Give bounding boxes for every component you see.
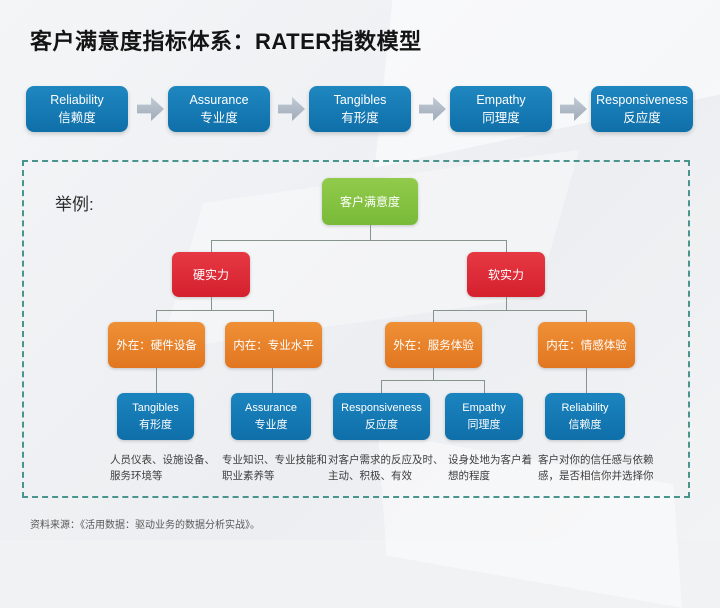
connector: [484, 380, 485, 393]
metric-box-reliability: Reliability 信赖度: [545, 393, 625, 440]
connector: [156, 368, 157, 393]
tree-aspect-hardware: 外在：硬件设备: [108, 322, 205, 368]
connector: [273, 310, 274, 322]
right-arrow-icon: [560, 97, 587, 121]
connector: [370, 225, 371, 240]
flow-box-tangibles: Tangibles 有形度: [309, 86, 411, 132]
flow-box-cn: 信赖度: [58, 110, 96, 125]
tree-root-box: 客户满意度: [322, 178, 418, 225]
tree-aspect-emotion: 内在：情感体验: [538, 322, 635, 368]
tree-branch-soft: 软实力: [467, 252, 545, 297]
tree-aspect-professional: 内在：专业水平: [225, 322, 322, 368]
source-note: 资料来源：《活用数据：驱动业务的数据分析实战》。: [30, 520, 260, 531]
flow-box-en: Reliability: [50, 93, 104, 107]
tree-aspect-label: 内在：情感体验: [546, 340, 627, 352]
example-panel: [22, 160, 690, 498]
connector: [211, 240, 212, 252]
tree-aspect-label: 内在：专业水平: [233, 340, 314, 352]
connector: [211, 240, 507, 241]
flow-box-cn: 反应度: [623, 110, 661, 125]
flow-box-responsiveness: Responsiveness 反应度: [591, 86, 693, 132]
metric-cn: 同理度: [467, 418, 501, 431]
tree-aspect-label: 外在：服务体验: [393, 340, 474, 352]
slide-title: 客户满意度指标体系：RATER指数模型: [30, 29, 422, 54]
connector: [433, 368, 434, 380]
tree-branch-label: 软实力: [487, 268, 524, 282]
metric-en: Empathy: [462, 401, 506, 414]
tree-branch-label: 硬实力: [192, 268, 229, 282]
metric-description: 人员仪表、设施设备、服务环境等: [110, 454, 215, 483]
right-arrow-icon: [278, 97, 305, 121]
connector: [506, 240, 507, 252]
connector: [586, 310, 587, 322]
slide: 客户满意度指标体系：RATER指数模型 Reliability 信赖度 Assu…: [0, 0, 720, 540]
flow-box-empathy: Empathy 同理度: [450, 86, 552, 132]
flow-box-en: Responsiveness: [596, 93, 688, 107]
flow-box-cn: 有形度: [341, 110, 379, 125]
connector: [211, 297, 212, 310]
connector: [156, 310, 157, 322]
example-label: 举例:: [55, 195, 94, 214]
metric-box-tangibles: Tangibles 有形度: [117, 393, 194, 440]
flow-box-assurance: Assurance 专业度: [168, 86, 270, 132]
metric-cn: 专业度: [254, 418, 288, 431]
connector: [433, 310, 587, 311]
metric-cn: 信赖度: [568, 418, 602, 431]
flow-box-cn: 专业度: [200, 110, 238, 125]
tree-branch-hard: 硬实力: [172, 252, 250, 297]
right-arrow-icon: [419, 97, 446, 121]
flow-box-reliability: Reliability 信赖度: [26, 86, 128, 132]
tree-root-label: 客户满意度: [339, 195, 400, 209]
metric-description: 对客户需求的反应及时、主动、积极、有效: [328, 454, 444, 483]
connector: [156, 310, 274, 311]
connector: [506, 297, 507, 310]
background-shape: [374, 0, 720, 168]
tree-aspect-service: 外在：服务体验: [385, 322, 482, 368]
flow-box-en: Empathy: [476, 93, 526, 107]
metric-cn: 有形度: [139, 418, 172, 431]
flow-box-cn: 同理度: [482, 110, 520, 125]
metric-description: 专业知识、专业技能和职业素养等: [222, 454, 327, 483]
connector: [381, 380, 382, 393]
connector: [272, 368, 273, 393]
metric-en: Reliability: [561, 401, 609, 414]
right-arrow-icon: [137, 97, 164, 121]
metric-box-assurance: Assurance 专业度: [231, 393, 311, 440]
metric-box-empathy: Empathy 同理度: [445, 393, 523, 440]
connector: [381, 380, 484, 381]
metric-en: Responsiveness: [341, 401, 422, 414]
metric-en: Assurance: [245, 401, 297, 414]
connector: [433, 310, 434, 322]
flow-box-en: Assurance: [189, 93, 249, 107]
tree-aspect-label: 外在：硬件设备: [116, 340, 197, 352]
metric-description: 设身处地为客户着想的程度: [448, 454, 532, 483]
metric-description: 客户对你的信任感与依赖感，是否相信你并选择你: [538, 454, 654, 483]
flow-box-en: Tangibles: [333, 93, 387, 107]
metric-box-responsiveness: Responsiveness 反应度: [333, 393, 430, 440]
connector: [586, 368, 587, 393]
metric-en: Tangibles: [132, 401, 179, 414]
metric-cn: 反应度: [365, 418, 398, 431]
